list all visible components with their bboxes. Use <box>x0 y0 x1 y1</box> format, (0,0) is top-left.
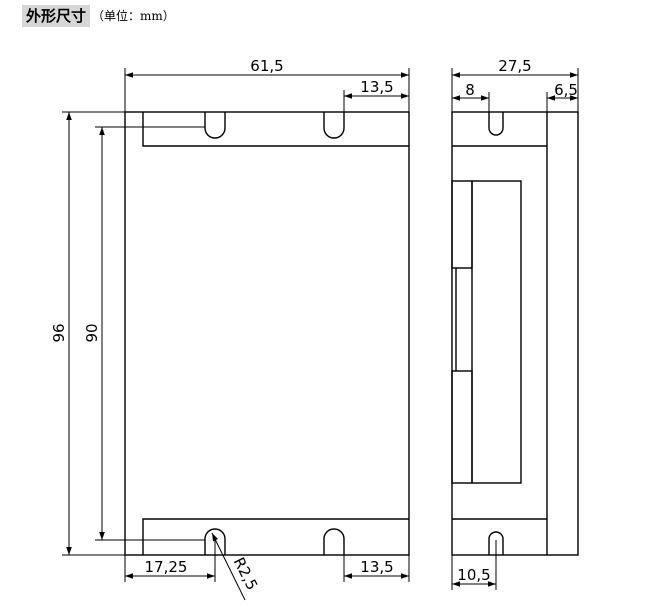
front-bottom-band <box>142 518 409 555</box>
side-bottom-slot-label: 10,5 <box>457 566 490 584</box>
side-view <box>451 111 579 556</box>
front-width-label: 61,5 <box>250 57 283 75</box>
front-height-outer-label: 96 <box>50 323 68 342</box>
side-left-flange-label: 8 <box>465 81 475 99</box>
side-bottom-slot <box>488 531 504 555</box>
page-title: 外形尺寸 <box>22 5 91 27</box>
front-top-slot-left <box>204 112 226 139</box>
side-width-label: 27,5 <box>498 57 531 75</box>
front-top-slot-right <box>323 112 345 139</box>
side-connector-frame <box>471 180 522 484</box>
side-outline <box>451 111 579 556</box>
front-radius-label: R2,5 <box>230 554 262 593</box>
header: 外形尺寸 （单位：mm） <box>22 5 175 27</box>
side-top-slot <box>488 112 504 136</box>
front-bottom-slot-right <box>323 528 345 555</box>
side-connector-top <box>451 180 473 269</box>
front-bottom-slot-left <box>204 528 226 555</box>
front-height-inner-label: 90 <box>83 323 101 342</box>
unit-note: （单位：mm） <box>92 9 175 23</box>
front-dimensions <box>62 68 410 601</box>
front-bottom-right-label: 13,5 <box>360 558 393 576</box>
side-dimensions <box>451 68 579 590</box>
side-connector-bottom <box>451 370 473 484</box>
front-outline <box>124 111 410 556</box>
front-view <box>124 111 410 556</box>
front-top-band <box>142 112 409 147</box>
side-right-flange-label: 6,5 <box>554 81 578 99</box>
front-bottom-left-label: 17,25 <box>145 558 188 576</box>
front-top-offset-label: 13,5 <box>360 78 393 96</box>
